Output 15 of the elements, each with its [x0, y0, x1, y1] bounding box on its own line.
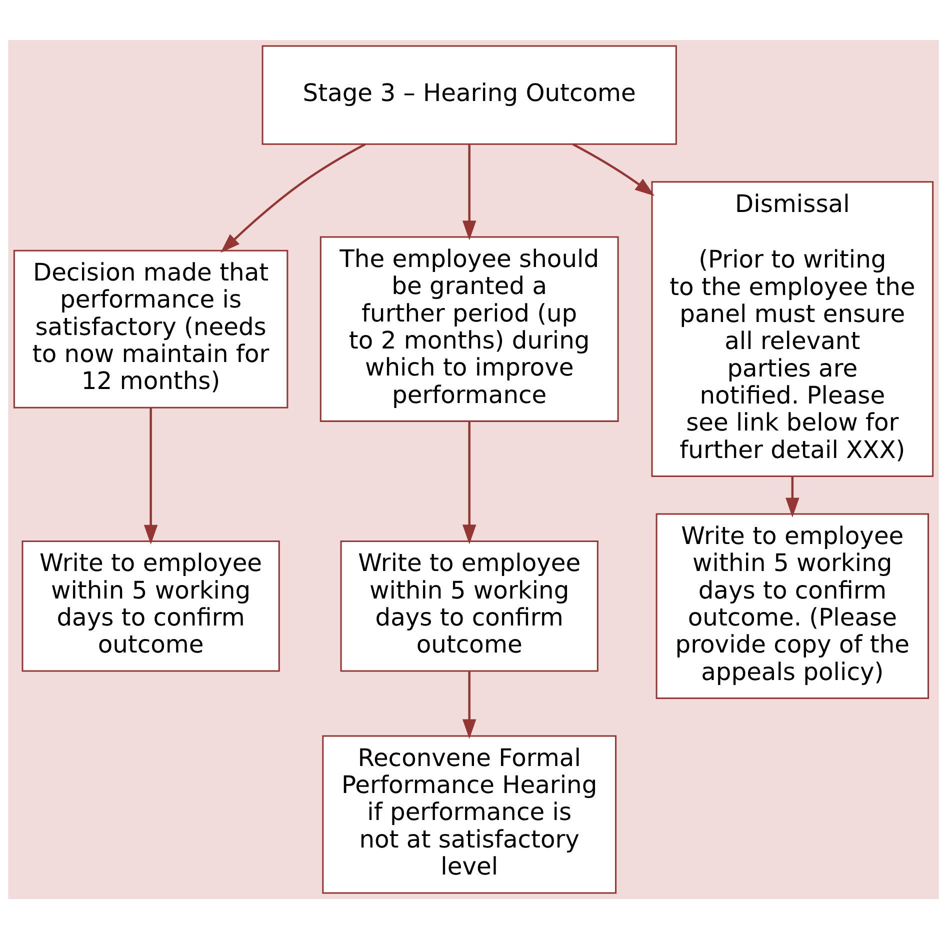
node-box: Write to employee within 5 working days to confirm outcome. (Please provide copy of the appeals policy) [656, 513, 930, 699]
arrow [462, 421, 476, 544]
node-box: Dismissal (Prior to writing to the employee the panel must ensure all relevant parties are notified. Please see link below for further detail XXX) [651, 181, 934, 478]
arrow [144, 408, 158, 544]
arrow [786, 476, 800, 518]
arrow [220, 143, 366, 253]
arrow [462, 671, 476, 739]
node-box: Reconvene Formal Performance Hearing if performance is not at satisfactory level [322, 735, 617, 894]
node-box: Write to employee within 5 working days to confirm outcome [22, 540, 280, 672]
arrow [462, 144, 476, 240]
node-box: Decision made that performance is satisfactory (needs to now maintain for 12 months) [13, 250, 288, 408]
node-box: Write to employee within 5 working days to confirm outcome [340, 540, 598, 672]
node-box: The employee should be granted a further period (up to 2 months) during which to improve performance [320, 236, 619, 422]
node-box: Stage 3 – Hearing Outcome [262, 45, 677, 145]
arrow [572, 143, 655, 196]
